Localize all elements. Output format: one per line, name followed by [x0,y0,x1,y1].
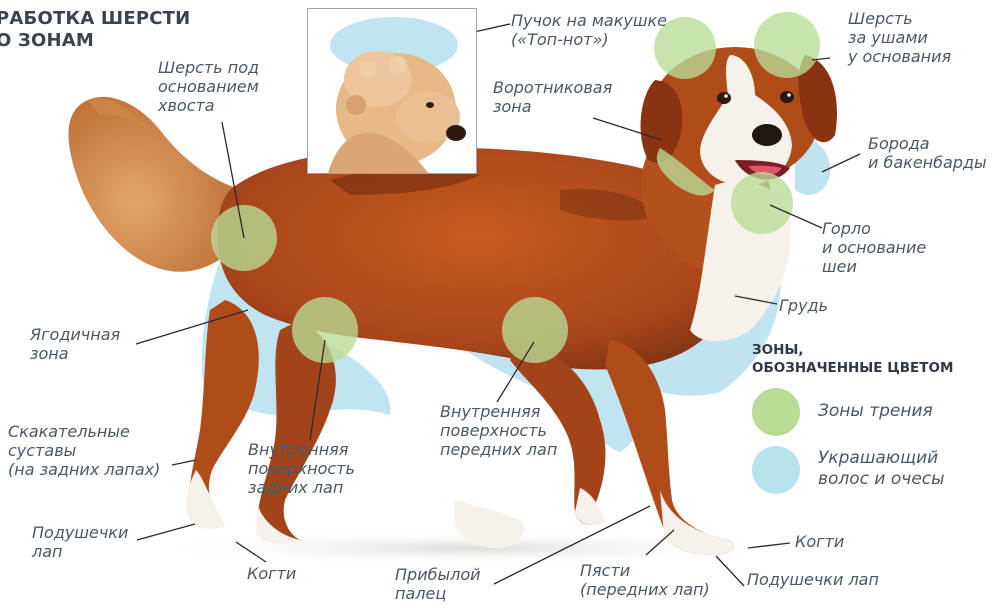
poodle-illustration [308,9,476,173]
leader-pads-right [716,556,744,586]
label-inner-hind: Внутренняя поверхность задних лап [248,440,355,497]
label-chest: Грудь [779,296,828,315]
zone-inner-hind [292,297,358,363]
zone-inner-front [502,297,568,363]
legend-title: ЗОНЫ, ОБОЗНАЧЕННЫЕ ЦВЕТОМ [752,341,953,377]
label-inner-front: Внутренняя поверхность передних лап [440,402,557,459]
label-dewclaw: Прибылой палец [395,565,481,603]
title-line-1: РАБОТКА ШЕРСТИ [0,8,190,30]
leader-pads-left [137,524,195,540]
label-throat: Горло и основание шеи [822,219,926,276]
legend-label-friction: Зоны трения [818,401,933,422]
dog-tail [69,97,237,272]
poodle-inset [307,8,477,174]
zone-throat [731,172,793,234]
legend-item-decorative: Украшающий волос и очесы [752,446,992,498]
label-pads-right: Подушечки лап [747,570,879,589]
label-topknot: Пучок на макушке («Топ-нот») [511,11,667,49]
leader-hocks [172,460,196,465]
label-hocks: Скакательные суставы (на задних лапах) [8,422,160,479]
zone-ear-right [754,12,820,78]
legend-label-decorative: Украшающий волос и очесы [818,448,945,490]
label-claws-left: Когти [247,564,296,583]
page-title: РАБОТКА ШЕРСТИ О ЗОНАМ [0,8,190,52]
label-collar: Воротниковая зона [493,78,612,116]
label-buttocks: Ягодичная зона [30,325,120,363]
label-tail-base: Шерсть под основанием хвоста [158,58,259,115]
label-pasterns: Пясти (передних лап) [580,561,710,599]
legend-swatch-friction [752,388,800,436]
legend-swatch-decorative [752,446,800,494]
label-ears: Шерсть за ушами у основания [848,9,951,66]
label-pads-left: Подушечки лап [32,523,128,561]
title-line-2: О ЗОНАМ [0,30,190,52]
legend-item-friction: Зоны трения [752,388,992,440]
label-claws-right: Когти [795,532,844,551]
label-beard: Борода и бакенбарды [868,134,987,172]
